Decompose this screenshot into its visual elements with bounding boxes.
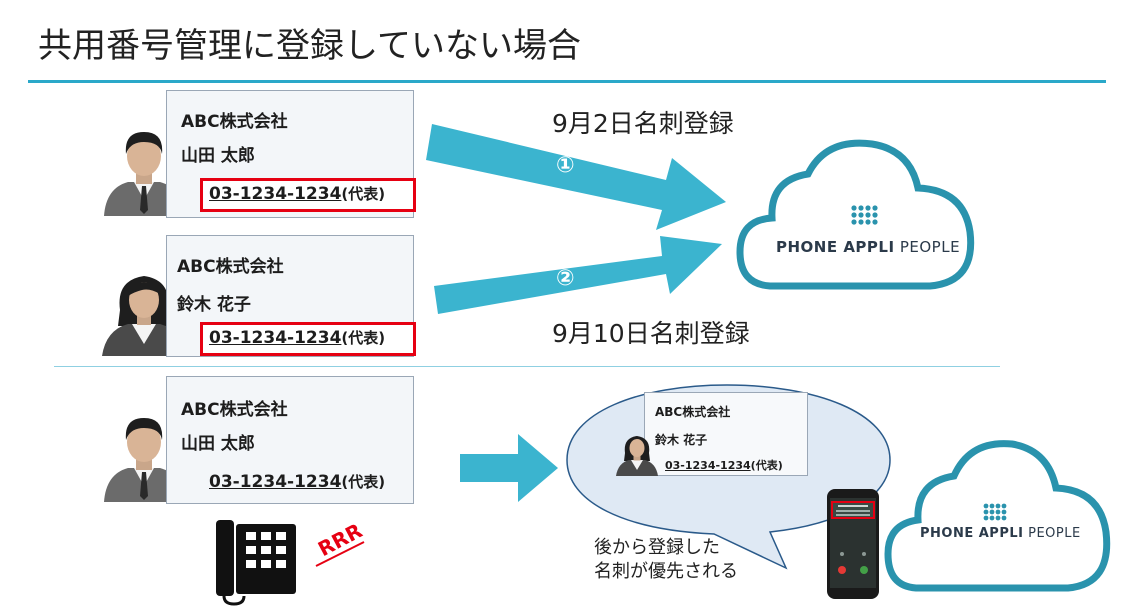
date-label-1: 9月2日名刺登録	[552, 109, 734, 138]
phone-appli-logo: PHONE APPLI PEOPLE	[920, 526, 1081, 541]
step-1-marker: ①	[556, 153, 575, 178]
card-phone: 03-1234-1234	[209, 472, 342, 492]
date-label-2: 9月10日名刺登録	[552, 319, 750, 348]
card-phone-suffix: (代表)	[341, 329, 386, 347]
card-person: 鈴木 花子	[655, 433, 708, 447]
cloud-icon	[884, 440, 1111, 592]
card-person: 山田 太郎	[181, 434, 255, 454]
card-phone: 03-1234-1234	[209, 328, 342, 348]
phone-number-highlight: 03-1234-1234(代表)	[200, 178, 416, 212]
registration-arrows	[426, 124, 726, 314]
displayed-business-card: ABC株式会社 鈴木 花子 03-1234-1234(代表)	[644, 392, 808, 476]
card-phone-suffix: (代表)	[341, 185, 386, 203]
card-phone-suffix: (代表)	[750, 459, 783, 472]
arrow-step-2	[434, 236, 722, 314]
note-line-1: 後から登録した	[594, 537, 720, 558]
female-person-icon	[616, 436, 658, 476]
card-phone: 03-1234-1234	[665, 459, 751, 472]
card-company: ABC株式会社	[655, 405, 731, 419]
card-company: ABC株式会社	[181, 112, 288, 132]
card-company: ABC株式会社	[177, 257, 284, 277]
arrow-step-1	[426, 124, 726, 230]
phone-number-highlight: 03-1234-1234(代表)	[200, 322, 416, 356]
card-person: 鈴木 花子	[177, 295, 251, 315]
cloud-icon	[736, 139, 975, 290]
title-divider	[28, 80, 1106, 83]
ringing-underline	[315, 541, 365, 567]
note-line-2: 名刺が優先される	[594, 561, 738, 582]
business-card-yamada: ABC株式会社 山田 太郎 03-1234-1234(代表)	[166, 376, 414, 504]
male-person-icon	[104, 418, 184, 502]
smartphone-incoming-call-icon	[827, 489, 879, 599]
female-person-icon	[102, 276, 186, 356]
card-phone-suffix: (代表)	[341, 473, 386, 491]
card-company: ABC株式会社	[181, 400, 288, 420]
male-person-icon	[104, 132, 184, 216]
phone-appli-logo: PHONE APPLI PEOPLE	[776, 238, 961, 256]
desk-phone-icon	[216, 520, 296, 606]
section-divider	[54, 366, 1000, 367]
page-title: 共用番号管理に登録していない場合	[38, 26, 581, 66]
incoming-call-arrow	[460, 434, 558, 502]
card-phone: 03-1234-1234	[209, 184, 342, 204]
card-person: 山田 太郎	[181, 146, 255, 166]
step-2-marker: ②	[556, 266, 575, 291]
